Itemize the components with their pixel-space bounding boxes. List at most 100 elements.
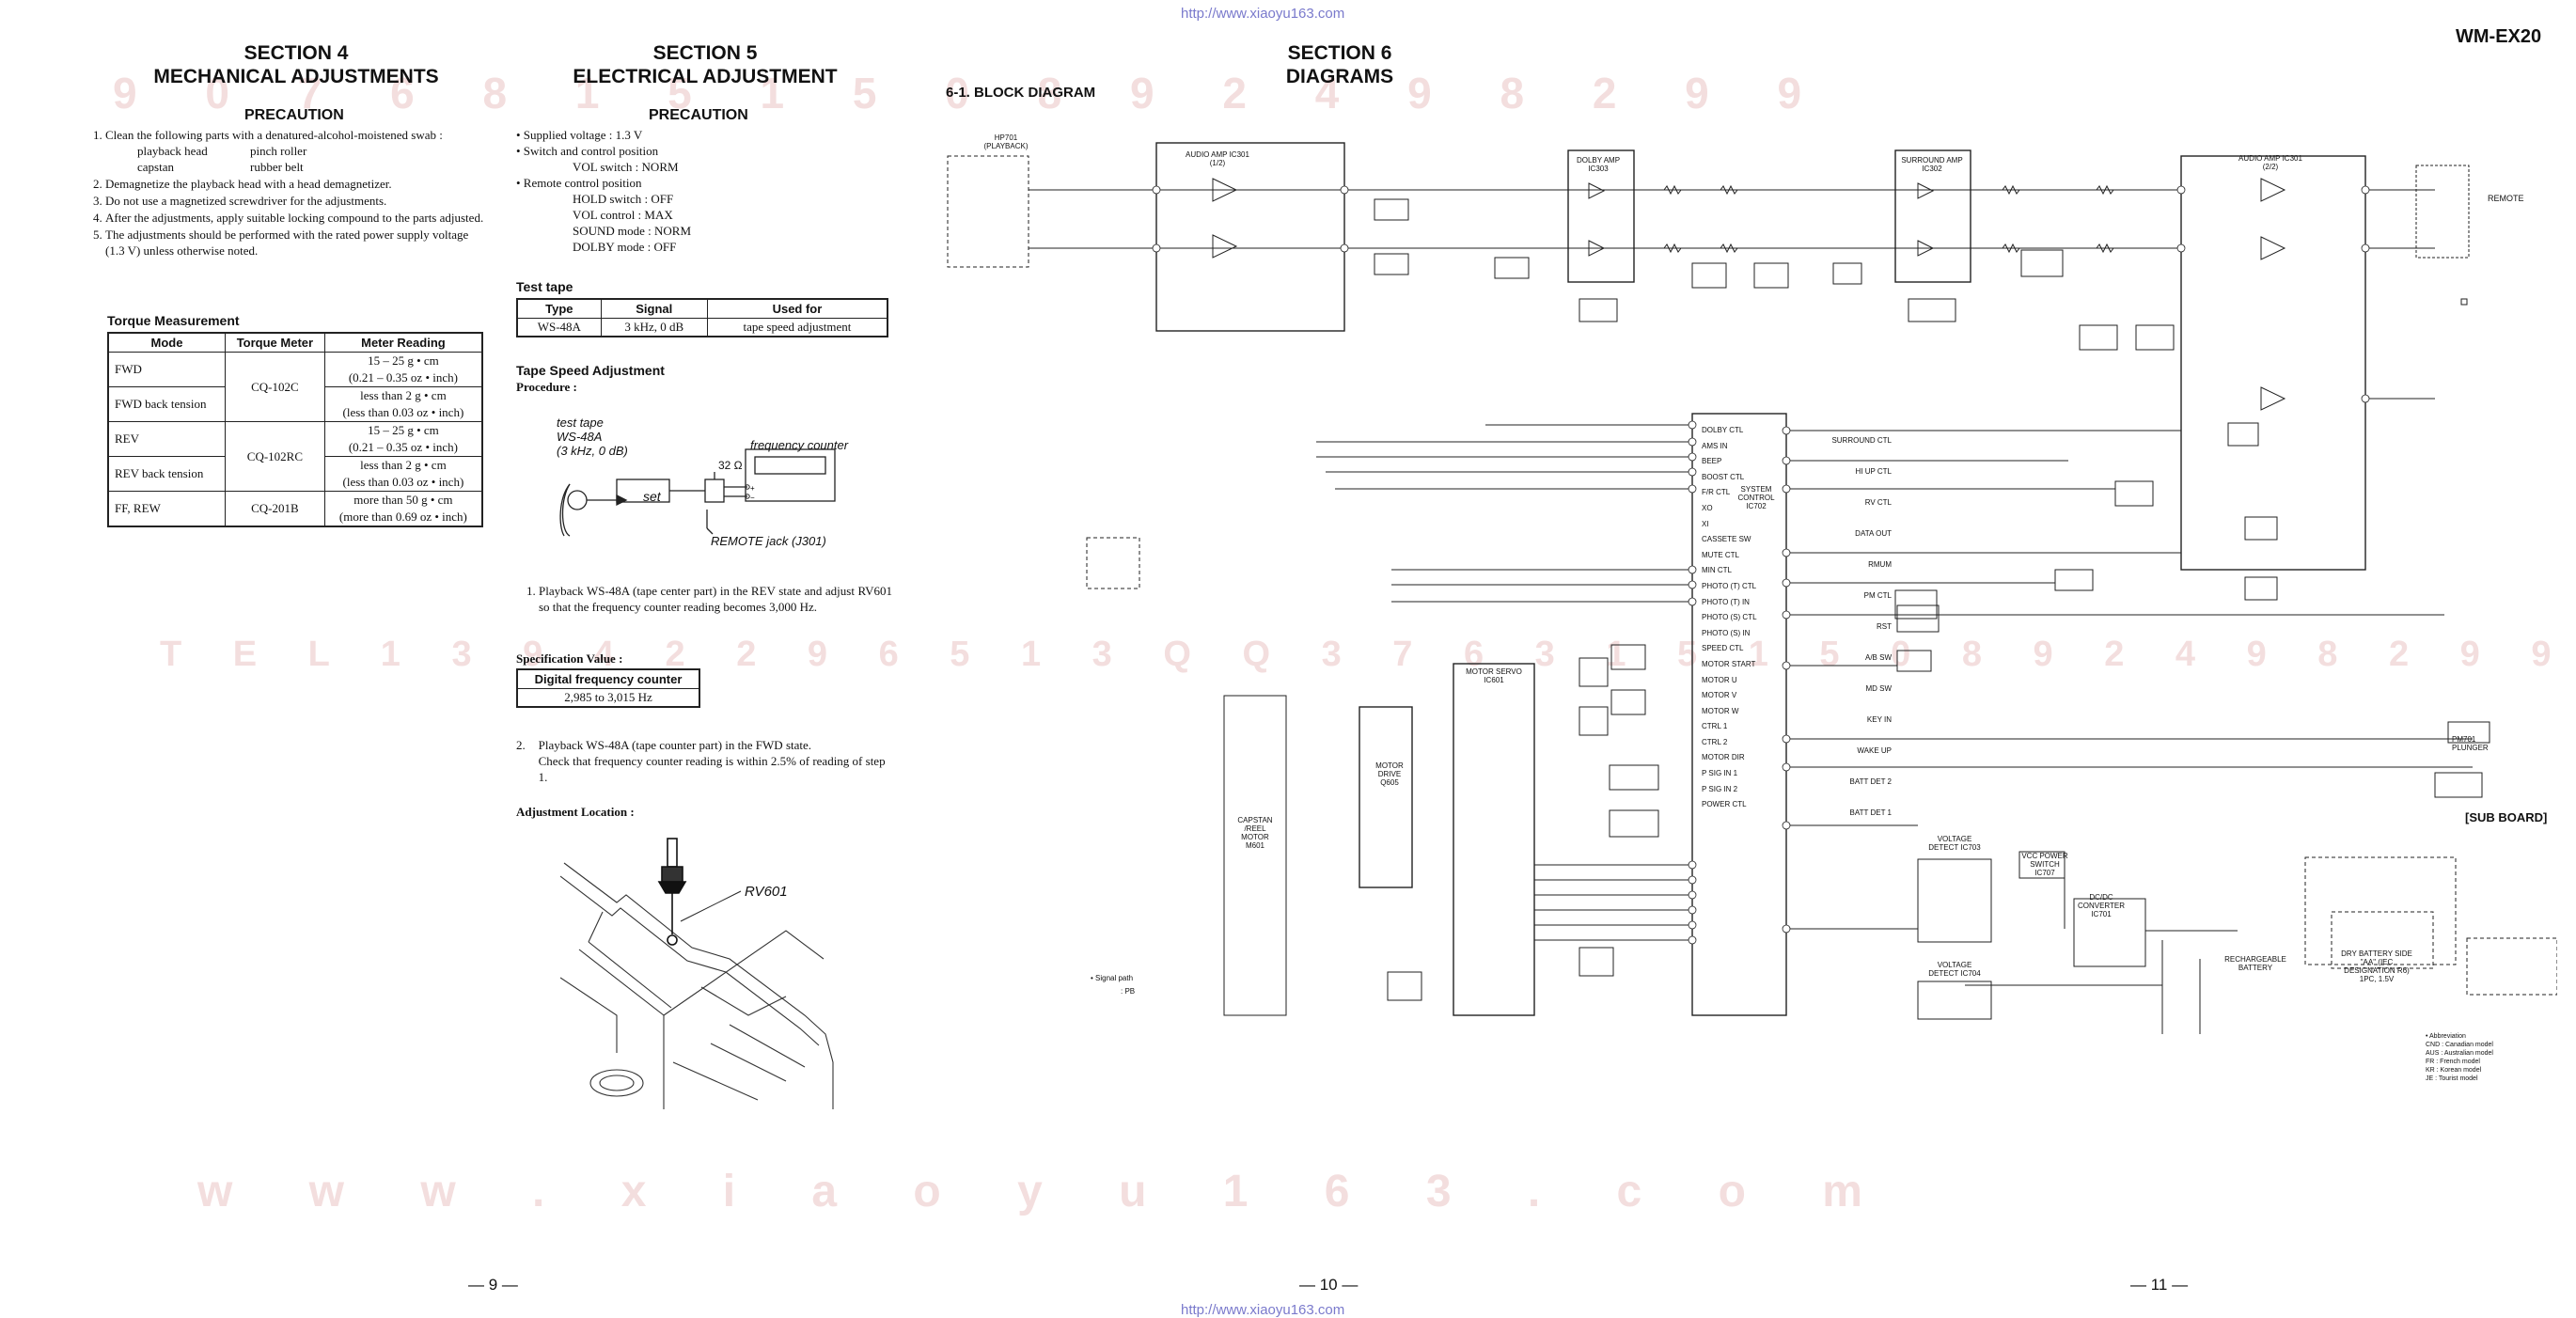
- section4-steps: Clean the following parts with a denatur…: [81, 127, 485, 259]
- cell-mode: REV back tension: [107, 456, 226, 492]
- section5-subtitle: ELECTRICAL ADJUSTMENT: [573, 66, 838, 87]
- fig-text: (3 kHz, 0 dB): [557, 444, 628, 458]
- cell-reading: less than 2 g • cm: [323, 456, 483, 474]
- source-url-top[interactable]: http://www.xiaoyu163.com: [1181, 6, 1345, 22]
- abbreviation-legend: • Abbreviation CND : Canadian model AUS …: [2426, 1032, 2493, 1083]
- pin-label: AMS IN: [1702, 441, 1728, 450]
- step-number: 2.: [516, 738, 526, 752]
- section4-title: SECTION 4: [243, 42, 349, 64]
- pin-label: KEY IN: [1866, 715, 1892, 724]
- pin-label: P SIG IN 1: [1702, 769, 1738, 778]
- col-used-for: Used for: [706, 298, 888, 319]
- spec-table: Digital frequency counter 2,985 to 3,015…: [516, 668, 700, 708]
- step-5: The adjustments should be performed with…: [105, 227, 485, 259]
- model-number: WM-EX20: [2456, 26, 2542, 47]
- pin-label: MD SW: [1865, 684, 1892, 693]
- col-mode: Mode: [107, 332, 226, 353]
- condition: SOUND mode : NORM: [573, 224, 692, 238]
- cell-reading: (more than 0.69 oz • inch): [323, 509, 483, 527]
- pin-label: MOTOR START: [1702, 659, 1756, 668]
- label-remote: REMOTE: [2488, 194, 2524, 203]
- col-signal: Signal: [600, 298, 708, 319]
- part: rubber belt: [250, 160, 304, 174]
- cell-mode: FWD: [107, 352, 226, 387]
- pin-label: BATT DET 2: [1849, 777, 1892, 786]
- legend-item: JE : Tourist model: [2426, 1075, 2478, 1082]
- pin-label: RST: [1877, 622, 1892, 631]
- cell-reading: (0.21 – 0.35 oz • inch): [323, 439, 483, 457]
- cell-meter: CQ-102RC: [224, 421, 325, 492]
- step-1-container: Playback WS-48A (tape center part) in th…: [516, 583, 892, 616]
- pin-label: RMUM: [1868, 560, 1892, 569]
- condition: DOLBY mode : OFF: [573, 240, 677, 254]
- step-2-container: 2. Playback WS-48A (tape counter part) i…: [516, 737, 892, 785]
- label-system-control: SYSTEM CONTROL IC702: [1737, 485, 1775, 510]
- condition: VOL switch : NORM: [573, 160, 679, 174]
- speed-title: Tape Speed Adjustment: [516, 363, 665, 378]
- pin-label: CTRL 1: [1702, 722, 1728, 731]
- block-diagram-schematic: [947, 142, 2557, 1034]
- cell-reading: 15 – 25 g • cm: [323, 421, 483, 439]
- label-audio-amp-2: AUDIO AMP IC301 (2/2): [2238, 154, 2302, 171]
- figure-jack-label: REMOTE jack (J301): [711, 534, 826, 548]
- cell-used-for: tape speed adjustment: [706, 318, 888, 337]
- label-surround-amp: SURROUND AMP IC302: [1901, 156, 1963, 173]
- pin-label: XI: [1702, 519, 1709, 528]
- pin-label: SURROUND CTL: [1831, 436, 1892, 445]
- section6-subtitle: DIAGRAMS: [1285, 66, 1394, 87]
- label-hp701: HP701 (PLAYBACK): [983, 133, 1029, 150]
- spec-value: 2,985 to 3,015 Hz: [516, 688, 700, 708]
- section5-precaution: PRECAUTION: [649, 107, 748, 123]
- section5: SECTION 5 ELECTRICAL ADJUSTMENT: [522, 41, 888, 88]
- pin-label: XO: [1702, 503, 1713, 512]
- figure-resistor-label: 32 Ω: [718, 459, 743, 472]
- legend-item: FR : French model: [2426, 1059, 2480, 1065]
- rv601-label: RV601: [745, 884, 788, 900]
- figure-set-label: set: [643, 489, 661, 504]
- cell-mode: FWD back tension: [107, 386, 226, 422]
- label-motor-servo: MOTOR SERVO IC601: [1466, 667, 1522, 684]
- pin-label: DATA OUT: [1855, 529, 1892, 538]
- cell-reading: 15 – 25 g • cm: [323, 352, 483, 369]
- col-meter: Torque Meter: [224, 332, 325, 353]
- pin-label: POWER CTL: [1702, 800, 1747, 809]
- test-tape-title: Test tape: [516, 279, 573, 294]
- pin-label: RV CTL: [1864, 498, 1892, 507]
- part: pinch roller: [250, 144, 307, 158]
- pin-label: MOTOR V: [1702, 691, 1737, 700]
- source-url-bottom[interactable]: http://www.xiaoyu163.com: [1181, 1302, 1345, 1318]
- tape-speed-figure: + −: [559, 448, 836, 537]
- label-dolby-amp: DOLBY AMP IC303: [1576, 156, 1621, 173]
- step-1: Clean the following parts with a denatur…: [105, 127, 485, 175]
- spec-header: Digital frequency counter: [516, 668, 700, 689]
- section6-title: SECTION 6: [1287, 42, 1392, 64]
- fig-text: WS-48A: [557, 430, 603, 444]
- cell-reading: more than 50 g • cm: [323, 491, 483, 509]
- watermark-row-1: 9 0 7 6 8 1 5 1 5 0 8 9 2 4 9 8 2 9 9: [113, 69, 1830, 118]
- label-voltage-detect-2: VOLTAGE DETECT IC704: [1928, 961, 1981, 978]
- section6: SECTION 6 DIAGRAMS: [1213, 41, 1467, 88]
- adjust-step-2a: Playback WS-48A (tape counter part) in t…: [538, 738, 812, 752]
- legend-item: CND : Canadian model: [2426, 1042, 2493, 1048]
- table-row: FF, REW CQ-201B more than 50 g • cm: [107, 491, 483, 527]
- svg-text:−: −: [750, 494, 755, 502]
- label-dry-battery: DRY BATTERY SIDE "AA" (IEC DESIGNATION R…: [2341, 949, 2412, 983]
- condition: • Switch and control position: [516, 144, 659, 158]
- pin-label: MOTOR W: [1702, 706, 1739, 715]
- watermark-row-2: T E L 1 3 9 4 2 2 9 6 5 1 3 Q Q 3 7 6 3 …: [160, 635, 2572, 674]
- cell-reading: (0.21 – 0.35 oz • inch): [323, 369, 483, 387]
- pin-label: SPEED CTL: [1702, 644, 1744, 653]
- pin-label: BEEP: [1702, 457, 1722, 466]
- step-3: Do not use a magnetized screwdriver for …: [105, 193, 485, 209]
- condition: • Supplied voltage : 1.3 V: [516, 128, 643, 142]
- pin-label: HI UP CTL: [1855, 467, 1892, 476]
- step-2: Demagnetize the playback head with a hea…: [105, 176, 485, 192]
- pin-label: CASSETE SW: [1702, 535, 1751, 544]
- pin-label: F/R CTL: [1702, 488, 1731, 497]
- figure-counter-label: frequency counter: [750, 438, 849, 452]
- col-type: Type: [516, 298, 602, 319]
- cell-type: WS-48A: [516, 318, 602, 337]
- pin-label: PHOTO (S) CTL: [1702, 613, 1757, 622]
- adjust-step-2b: Check that frequency counter reading is …: [538, 754, 886, 784]
- col-reading: Meter Reading: [323, 332, 483, 353]
